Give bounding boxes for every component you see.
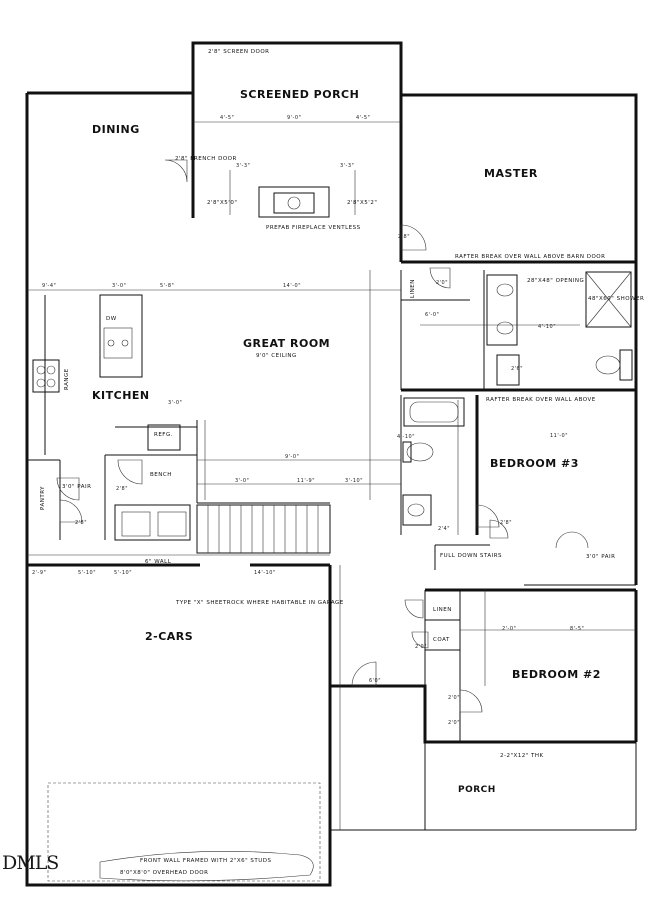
great-room-ceiling-note: 9'0" CEILING (256, 353, 297, 359)
note-pair-pantry: 3'0" PAIR (62, 484, 91, 490)
dim-label: 5'-8" (160, 283, 174, 289)
dim-label: 11'-0" (550, 433, 568, 439)
room-label-porch: PORCH (458, 785, 496, 795)
dim-label: 2'8" (500, 520, 512, 526)
room-label-kitchen: KITCHEN (92, 389, 150, 402)
room-label-garage: 2-CARS (145, 630, 193, 643)
dim-label: 4'-10" (397, 434, 415, 440)
note-pull-down-stairs: FULL DOWN STAIRS (440, 553, 502, 559)
note-shower: 48"X60" SHOWER (588, 296, 644, 302)
dim-label: 5'-10" (78, 570, 96, 576)
room-label-pantry: PANTRY (40, 486, 46, 510)
note-window-2: 2'8"X5'2" (347, 200, 377, 206)
stairs (196, 504, 331, 554)
room-label-bedroom-3: BEDROOM #3 (490, 457, 579, 470)
note-window-1: 2'8"X5'0" (207, 200, 237, 206)
dim-label: 11'-9" (297, 478, 315, 484)
room-label-bedroom-2: BEDROOM #2 (512, 668, 601, 681)
dim-label: 2'0" (448, 695, 460, 701)
room-label-linen-master: LINEN (410, 279, 416, 298)
note-range: RANGE (64, 368, 70, 390)
dim-label: 2'6" (511, 366, 523, 372)
fixtures (32, 186, 633, 882)
dim-label: 2'8" (116, 486, 128, 492)
note-french-door: 2'8" FRENCH DOOR (175, 156, 237, 162)
note-refrigerator: REFG. (154, 432, 173, 438)
room-label-coat: COAT (433, 637, 450, 643)
dim-label: 2'8" (398, 234, 410, 240)
exterior-walls (25, 41, 638, 887)
mls-watermark: DMLS (2, 852, 59, 874)
room-label-master: MASTER (484, 167, 538, 180)
dim-label: 2'4" (438, 526, 450, 532)
note-porch-header: 2-2"X12" THK (500, 753, 544, 759)
note-fireplace: PREFAB FIREPLACE VENTLESS (266, 225, 361, 231)
dim-label: 2'0" (448, 720, 460, 726)
dim-label: 14'-10" (254, 570, 276, 576)
dim-label: 2'-9" (32, 570, 46, 576)
dim-label: 3'-0" (235, 478, 249, 484)
dim-label: 2'0" (436, 280, 448, 286)
note-opening: 28"X48" OPENING (527, 278, 584, 284)
dim-label: 4'-5" (356, 115, 370, 121)
door-swings (56, 159, 589, 713)
dim-label: 4'-5" (220, 115, 234, 121)
dim-label: 3'-3" (340, 163, 354, 169)
dim-label: 9'-0" (285, 454, 299, 460)
room-label-screened-porch: SCREENED PORCH (240, 88, 359, 101)
room-label-great-room: GREAT ROOM (243, 337, 330, 350)
dim-label: 9'-0" (287, 115, 301, 121)
note-sheetrock: TYPE "X" SHEETROCK WHERE HABITABLE IN GA… (175, 600, 344, 606)
dimension-lines (27, 121, 636, 830)
dim-label: 3'-10" (345, 478, 363, 484)
dim-label: 14'-0" (283, 283, 301, 289)
note-rafter-break-bed3: RAFTER BREAK OVER WALL ABOVE (486, 397, 596, 403)
note-dw: DW (106, 316, 117, 322)
dim-label: 2'-0" (502, 626, 516, 632)
dim-label: 3'-0" (112, 283, 126, 289)
dim-label: 6'-0" (425, 312, 439, 318)
dim-label: 3'-3" (236, 163, 250, 169)
note-pair-bed3: 3'0" PAIR (586, 554, 615, 560)
note-rafter-break-master: RAFTER BREAK OVER WALL ABOVE BARN DOOR (455, 254, 605, 260)
note-6in-wall: 6" WALL (145, 559, 172, 565)
dim-label: 6'0" (369, 678, 381, 684)
dim-label: 2'8" (75, 520, 87, 526)
note-front-wall: FRONT WALL FRAMED WITH 2"X6" STUDS (140, 858, 272, 864)
note-overhead-door: 8'0"X8'0" OVERHEAD DOOR (120, 870, 208, 876)
note-screen-door: 2'8" SCREEN DOOR (208, 49, 269, 55)
room-label-linen: LINEN (433, 607, 452, 613)
dim-label: 2'0" (415, 644, 427, 650)
dim-label: 4'-10" (538, 324, 556, 330)
dim-label: 9'-4" (42, 283, 56, 289)
dim-label: 3'-0" (168, 400, 182, 406)
room-label-dining: DINING (92, 123, 140, 136)
dim-label: 8'-5" (570, 626, 584, 632)
dim-label: 5'-10" (114, 570, 132, 576)
note-bench: BENCH (150, 472, 172, 478)
